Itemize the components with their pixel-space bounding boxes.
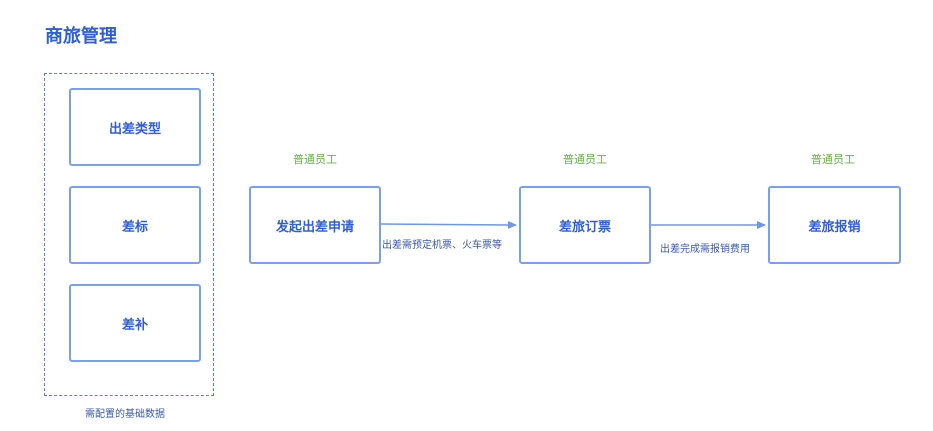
step-apply-trip[interactable]: 发起出差申请 [249,186,381,264]
base-data-group [44,73,214,396]
step-reimbursement[interactable]: 差旅报销 [768,186,901,264]
base-data-item-trip-type[interactable]: 出差类型 [69,88,201,166]
page-title: 商旅管理 [45,26,117,47]
step-role-reimburse: 普通员工 [811,153,855,166]
base-data-caption: 需配置的基础数据 [85,409,165,420]
edge-label-apply-to-booking: 出差需预定机票、火车票等 [382,240,502,251]
arrow-apply-to-booking [380,220,517,229]
step-ticket-booking[interactable]: 差旅订票 [519,186,651,264]
step-role-apply: 普通员工 [293,153,337,166]
base-data-item-travel-standard[interactable]: 差标 [69,186,201,264]
edge-label-booking-to-reimburse: 出差完成需报销费用 [660,244,750,255]
base-data-item-allowance[interactable]: 差补 [69,284,201,362]
step-role-booking: 普通员工 [563,153,607,166]
